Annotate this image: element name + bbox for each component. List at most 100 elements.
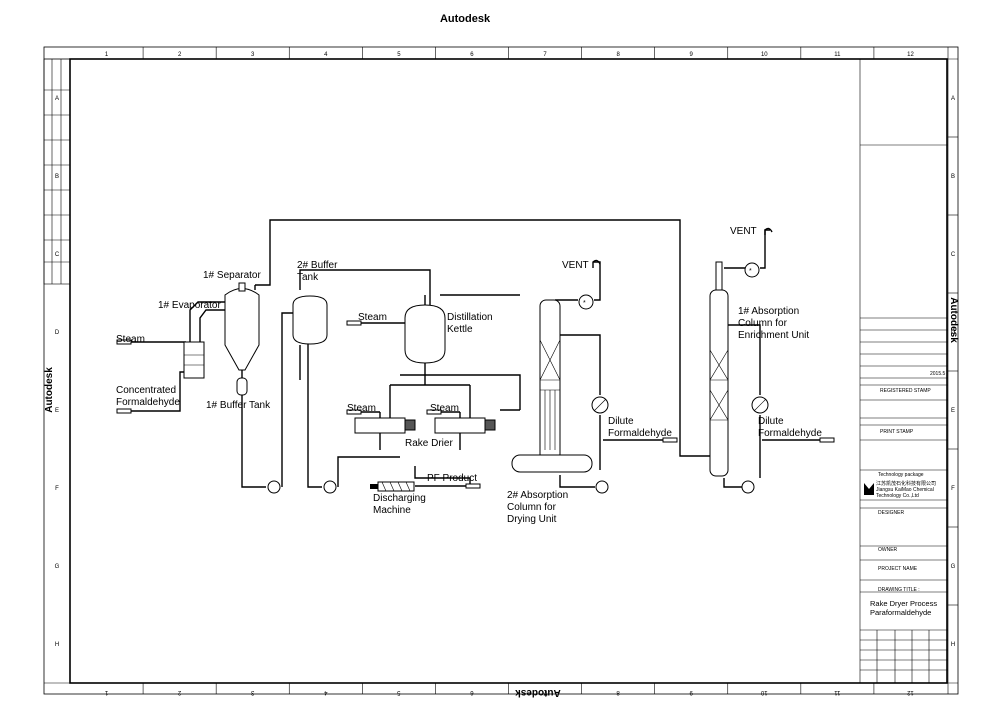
grid-col-top-4: 4 (324, 52, 328, 58)
label-dilute-2-b: Formaldehyde (758, 428, 822, 439)
tb-company-en-2: Technology Co.,Ltd (876, 493, 919, 499)
label-pf-product: PF Product (427, 473, 477, 484)
label-absorption-2-b: Column for (507, 502, 557, 513)
outer-frame (43, 46, 959, 695)
label-steam-2: Steam (358, 312, 387, 323)
grid-col-bottom-10: 10 (760, 689, 767, 695)
label-absorption-1-c: Enrichment Unit (738, 330, 809, 341)
label-absorption-1-b: Column for (738, 318, 788, 329)
tb-designer: DESIGNER (878, 510, 905, 516)
pump-2 (323, 480, 337, 494)
label-absorption-2-a: 2# Absorption (507, 490, 568, 501)
separator-1 (224, 282, 260, 371)
title-block: 2015.5 REGISTERED STAMP PRINT STAMP Tech… (859, 59, 948, 683)
tb-date: 2015.5 (930, 371, 946, 377)
tb-technology-package: Technology package (878, 472, 924, 478)
side-label-bottom: Autodesk (515, 687, 561, 698)
discharging-machine (370, 481, 415, 492)
label-vent-2: VENT (730, 226, 757, 237)
tb-project-name: PROJECT NAME (878, 566, 918, 572)
grid-row-left-C: C (55, 252, 60, 258)
evaporator-1 (183, 341, 205, 379)
vent-hook-2 (764, 227, 773, 235)
label-distillation-b: Kettle (447, 324, 473, 335)
process-labels: 1# Separator 1# Evaporator Steam Concent… (116, 226, 822, 525)
label-separator: 1# Separator (203, 270, 261, 281)
label-steam-1: Steam (116, 334, 145, 345)
grid-row-right-G: G (951, 564, 956, 570)
tb-drawing-title-1: Rake Dryer Process (870, 599, 937, 608)
label-buffer-tank-2-b: Tank (297, 272, 319, 283)
label-buffer-tank-2-a: 2# Buffer (297, 260, 338, 271)
buffer-tank-2 (292, 295, 328, 345)
label-buffer-tank-1: 1# Buffer Tank (206, 400, 271, 411)
label-dilute-2-a: Dilute (758, 416, 784, 427)
side-label-left: Autodesk (44, 367, 55, 413)
label-dilute-1-b: Formaldehyde (608, 428, 672, 439)
revision-strip (43, 58, 71, 285)
tb-drawing-title-2: Paraformaldehyde (870, 608, 931, 617)
grid-col-top-10: 10 (761, 52, 768, 58)
cooler-1 (591, 396, 609, 414)
pump-4 (741, 480, 755, 494)
rake-drier-left (354, 417, 416, 450)
grid-col-bottom-5: 5 (397, 689, 401, 695)
grid-row-left-B: B (55, 174, 59, 180)
grid-col-top-12: 12 (907, 52, 914, 58)
grid-col-bottom-1: 1 (104, 689, 108, 695)
grid-col-top-7: 7 (543, 52, 547, 58)
label-evaporator: 1# Evaporator (158, 300, 221, 311)
svg-text:*: * (583, 300, 586, 307)
grid-col-bottom-3: 3 (250, 689, 254, 695)
tb-company-en-1: Jiangsu KaiMao Chemical (876, 487, 934, 493)
label-steam-4: Steam (430, 403, 459, 414)
vent-hook-1 (592, 259, 601, 268)
grid-row-right-C: C (951, 252, 956, 258)
grid-row-left-D: D (55, 330, 60, 336)
grid-row-left-E: E (55, 408, 59, 414)
label-concentrated-2: Formaldehyde (116, 397, 180, 408)
absorption-column-1 (709, 261, 729, 477)
grid-col-top-8: 8 (616, 52, 620, 58)
label-discharging-a: Discharging (373, 493, 426, 504)
grid-col-bottom-6: 6 (470, 689, 474, 695)
grid-col-top-11: 11 (834, 52, 841, 58)
tb-owner: OWNER (878, 547, 898, 553)
grid-col-bottom-12: 12 (906, 689, 913, 695)
label-rake-drier: Rake Drier (405, 438, 453, 449)
grid-col-bottom-9: 9 (689, 689, 693, 695)
label-vent-1: VENT (562, 260, 589, 271)
grid-row-right-E: E (951, 408, 955, 414)
grid-col-bottom-8: 8 (616, 689, 620, 695)
grid-row-right-F: F (951, 486, 955, 492)
grid-row-left-A: A (55, 96, 59, 102)
absorption-column-2 (511, 299, 593, 473)
grid-col-top-2: 2 (178, 52, 182, 58)
piping (130, 219, 822, 488)
pump-3 (595, 480, 609, 494)
grid-col-top-1: 1 (105, 52, 109, 58)
grid-col-top-6: 6 (470, 52, 474, 58)
grid-col-top-3: 3 (251, 52, 255, 58)
buffer-tank-1 (236, 377, 248, 396)
grid-row-left-H: H (55, 642, 59, 648)
grid-col-top-9: 9 (690, 52, 694, 58)
grid-row-right-D: D (951, 330, 956, 336)
tb-registered-stamp: REGISTERED STAMP (880, 388, 931, 394)
rake-drier-right (434, 417, 496, 450)
side-label-right: Autodesk (948, 297, 959, 343)
label-discharging-b: Machine (373, 505, 411, 516)
cooler-2 (751, 396, 769, 414)
grid-col-bottom-2: 2 (177, 689, 181, 695)
grid-col-bottom-4: 4 (323, 689, 327, 695)
company-logo (864, 483, 874, 495)
grid-col-bottom-11: 11 (834, 689, 841, 695)
tb-print-stamp: PRINT STAMP (880, 429, 914, 435)
grid-row-right-B: B (951, 174, 955, 180)
tb-drawing-title-label: DRAWING TITLE : (878, 587, 920, 593)
